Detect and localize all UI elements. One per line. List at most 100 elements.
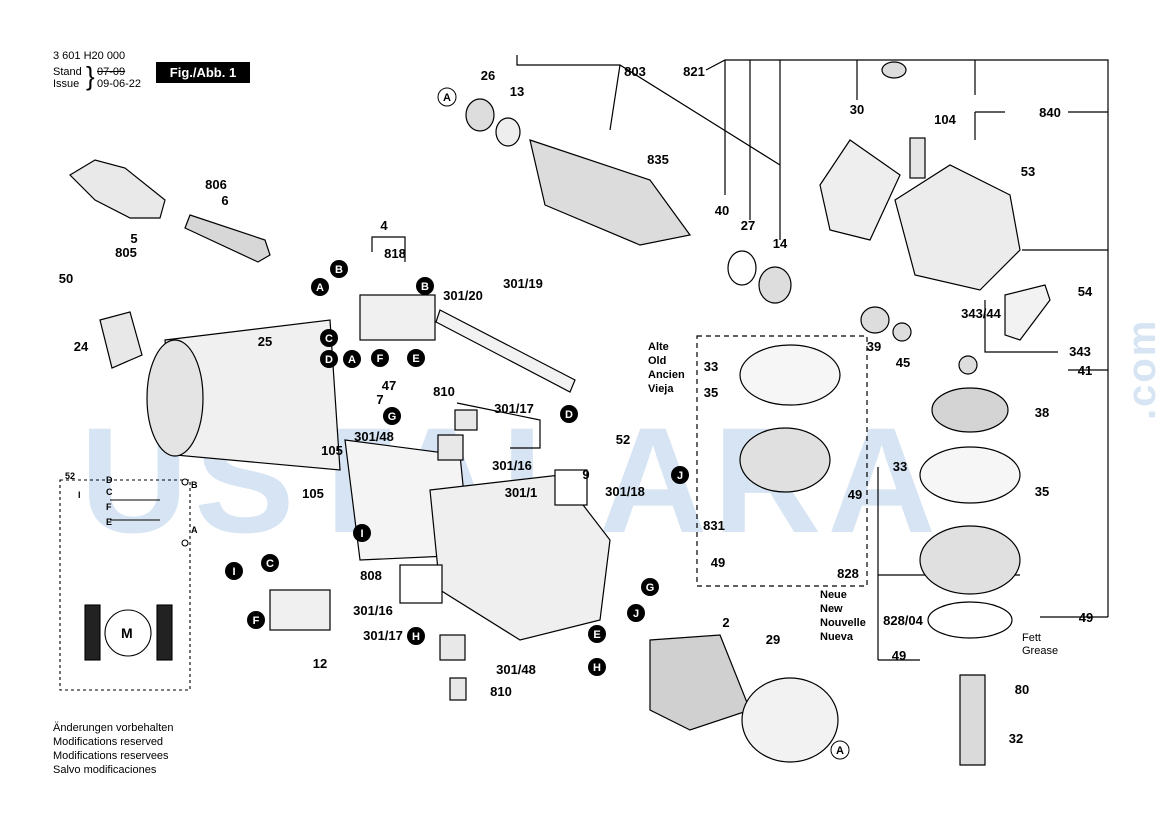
connector-marker-j: J [671, 466, 689, 484]
connector-marker-d: D [560, 405, 578, 423]
connector-circle [407, 349, 425, 367]
connector-circle [560, 405, 578, 423]
part-number: 301/18 [605, 484, 645, 499]
part-number: 53 [1021, 164, 1035, 179]
connector-marker-g: G [383, 407, 401, 425]
connector-circle [225, 562, 243, 580]
connector-letter: D [565, 409, 573, 421]
connector-letter: A [316, 282, 324, 294]
knob [860, 306, 890, 334]
part-number: 831 [703, 518, 725, 533]
note-line: Modifications reserved [53, 736, 164, 748]
part-number: 14 [773, 236, 788, 251]
spindle-lock [1004, 284, 1051, 341]
part-number: 301/17 [363, 628, 403, 643]
part-number: 7 [376, 392, 383, 407]
schematic-letter: F [106, 502, 112, 512]
grease-note-line: Grease [1022, 645, 1059, 657]
connector-circle [353, 524, 371, 542]
part-number: 2 [722, 615, 729, 630]
shim-ring [727, 250, 757, 286]
brush-holder [437, 434, 464, 461]
issue-date: 09-06-22 [97, 78, 142, 90]
switch-12 [269, 589, 331, 631]
leader-line [516, 55, 781, 166]
connector-circle [407, 627, 425, 645]
part-number: 33 [893, 459, 907, 474]
terminal [181, 478, 189, 486]
connector-letter: J [633, 608, 639, 620]
label-plate [399, 564, 443, 604]
part-number: 808 [360, 568, 382, 583]
bracket-plate [99, 311, 143, 369]
part-number: 343/44 [961, 306, 1002, 321]
connector-letter: G [388, 411, 397, 423]
part-number: 26 [481, 68, 495, 83]
connector-circle [247, 611, 265, 629]
connector-marker-f: F [247, 611, 265, 629]
part-number: 49 [892, 648, 906, 663]
motor-housing-end [146, 339, 204, 457]
connector-circle [371, 349, 389, 367]
schematic-letter: C [106, 487, 113, 497]
pin [909, 137, 926, 179]
leader-line [705, 59, 1109, 370]
wiring-schematic [59, 478, 191, 691]
connector-marker-c: C [261, 554, 279, 572]
variant-label-line: Alte [648, 341, 669, 353]
connector-letter: G [646, 582, 655, 594]
connector-letter: F [253, 615, 260, 627]
leader-line [371, 236, 406, 262]
motor-symbol [104, 609, 152, 657]
connector-circle [311, 278, 329, 296]
connector-letter: A [348, 354, 356, 366]
part-number: 30 [850, 102, 864, 117]
bearing [758, 266, 792, 304]
connector-marker-f: F [371, 349, 389, 367]
variant-label-line: Nouvelle [820, 617, 866, 629]
leader-line [984, 300, 1058, 353]
field-coil [649, 634, 751, 731]
part-number: 32 [1009, 731, 1023, 746]
part-number: 301/48 [496, 662, 536, 677]
brush-holder [439, 634, 466, 661]
variant-label-line: Old [648, 355, 667, 367]
part-number: 38 [1035, 405, 1049, 420]
connector-letter: C [266, 558, 274, 570]
connector-circle [437, 87, 457, 107]
connector-circle [641, 578, 659, 596]
part-number: 5 [130, 231, 137, 246]
connector-marker-c: C [320, 329, 338, 347]
part-number: 343 [1069, 344, 1091, 359]
part-number: 35 [704, 385, 718, 400]
part-number: 840 [1039, 105, 1061, 120]
field-winding [156, 604, 173, 661]
part-number: 301/16 [492, 458, 532, 473]
bearing [465, 98, 495, 132]
connector-circle [343, 350, 361, 368]
connector-marker-b: B [416, 277, 434, 295]
connector-letter: F [377, 353, 384, 365]
mains-plug [69, 159, 166, 219]
connector-letter: I [360, 528, 363, 540]
part-number: 301/17 [494, 401, 534, 416]
part-number: 828/04 [883, 613, 924, 628]
connector-marker-i: I [353, 524, 371, 542]
part-number: 6 [221, 193, 228, 208]
connector-letter: A [836, 745, 844, 757]
part-number: 47 [382, 378, 396, 393]
part-number: 25 [258, 334, 272, 349]
connector-marker-e: E [407, 349, 425, 367]
connector-marker-a: A [343, 350, 361, 368]
schematic-frame [59, 479, 191, 691]
connector-circle [588, 658, 606, 676]
part-number: 13 [510, 84, 524, 99]
old-variant-box [696, 335, 868, 587]
note-line: Salvo modificaciones [53, 764, 157, 776]
connector-marker-h: H [588, 658, 606, 676]
connector-letter: E [593, 629, 600, 641]
part-number: 12 [313, 656, 327, 671]
carbon-brush [449, 677, 467, 701]
schematic-letter: A [191, 525, 198, 535]
variant-label-line: Ancien [648, 369, 685, 381]
